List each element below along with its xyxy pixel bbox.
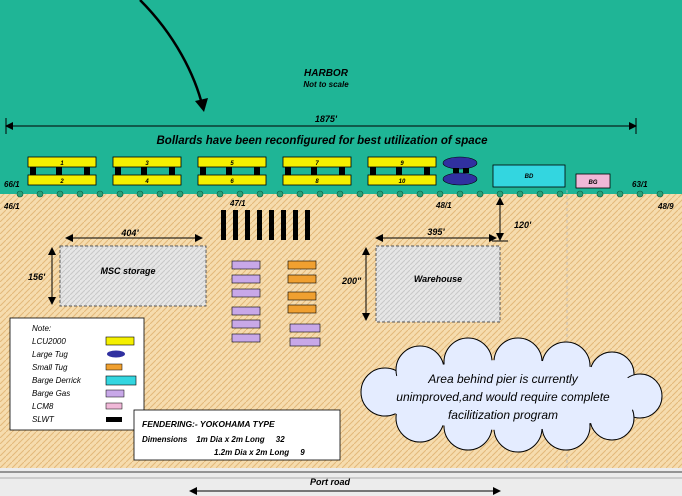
- warehouse-area: [375, 245, 501, 323]
- legend-label-lcu2000: LCU2000: [32, 337, 66, 346]
- bollard-row: [16, 190, 664, 198]
- harbor-title: HARBOR: [304, 68, 349, 79]
- marker-48-9: 48/9: [657, 202, 674, 211]
- setback-label: 120': [514, 220, 532, 230]
- legend-label-large-tug: Large Tug: [32, 350, 68, 359]
- svg-text:1: 1: [60, 161, 64, 167]
- svg-text:BD: BD: [525, 174, 534, 180]
- fendering-note: FENDERING:- YOKOHAMA TYPE Dimensions 1m …: [133, 409, 341, 461]
- cloud-line-2: unimproved,and would require complete: [396, 390, 610, 404]
- curved-arrow: [139, 0, 205, 109]
- legend-swatch-slwt: [106, 417, 122, 422]
- fendering-title: FENDERING:- YOKOHAMA TYPE: [142, 419, 275, 429]
- svg-text:BG: BG: [589, 180, 598, 186]
- marker-63-1: 63/1: [632, 180, 648, 189]
- msc-width-label: 404': [120, 228, 139, 238]
- legend-label-barge-derrick: Barge Derrick: [32, 376, 82, 385]
- legend-label-barge-gas: Barge Gas: [32, 389, 70, 398]
- barge-derrick: BD: [492, 164, 566, 188]
- fendering-line1: Dimensions 1m Dia x 2m Long 32: [142, 435, 285, 444]
- fendering-line2: 1.2m Dia x 2m Long 9: [214, 448, 305, 457]
- marker-48-1: 48/1: [435, 201, 452, 210]
- harbor-subtitle: Not to scale: [303, 80, 349, 89]
- warehouse-label: Warehouse: [414, 274, 462, 284]
- barge-gas-stack-right: [289, 323, 321, 347]
- svg-text:10: 10: [399, 179, 406, 185]
- svg-text:4: 4: [144, 179, 149, 185]
- legend-swatch-barge-derrick: [105, 375, 137, 386]
- harbor-width-label: 1875': [315, 114, 338, 124]
- legend-label-lcm8: LCM8: [32, 402, 54, 411]
- cloud-line-3: facilitization program: [448, 408, 558, 422]
- legend-box: Note: LCU2000 Large Tug Small Tug Barge …: [9, 317, 145, 431]
- legend-swatch-large-tug: [107, 350, 125, 358]
- svg-text:7: 7: [315, 161, 319, 167]
- msc-storage-area: [59, 245, 207, 307]
- legend-swatch-lcu2000: [105, 336, 135, 346]
- barge-gas-stack-left: [231, 260, 261, 343]
- svg-text:8: 8: [315, 179, 319, 185]
- cloud-callout: Area behind pier is currently unimproved…: [360, 337, 663, 453]
- svg-text:9: 9: [400, 161, 404, 167]
- svg-text:6: 6: [230, 179, 234, 185]
- barge-gas: BG: [575, 173, 611, 189]
- marker-47-1: 47/1: [229, 199, 246, 208]
- lcu-berth-2: 3 4: [112, 156, 182, 186]
- legend-swatch-lcm8: [105, 402, 123, 410]
- svg-text:3: 3: [145, 161, 149, 167]
- small-tug-stack: [287, 260, 317, 314]
- marker-46-1: 46/1: [3, 202, 20, 211]
- legend-label-small-tug: Small Tug: [32, 363, 68, 372]
- legend-title: Note:: [32, 324, 51, 333]
- legend-label-slwt: SLWT: [32, 415, 55, 424]
- large-tugs: [442, 156, 478, 186]
- lcu-berth-3: 5 6: [197, 156, 267, 186]
- msc-depth-label: 156': [28, 272, 46, 282]
- cloud-line-1: Area behind pier is currently: [427, 372, 578, 386]
- lcu-berth-5: 9 10: [367, 156, 437, 186]
- lcu-berth-1: 1 2: [27, 156, 97, 186]
- svg-text:5: 5: [230, 161, 234, 167]
- svg-text:2: 2: [59, 179, 64, 185]
- slwt-stack: [221, 210, 310, 240]
- msc-storage-label: MSC storage: [100, 266, 155, 276]
- port-road-label: Port road: [310, 477, 351, 487]
- legend-swatch-barge-gas: [105, 389, 125, 398]
- warehouse-width-label: 395': [427, 227, 445, 237]
- marker-66-1: 66/1: [4, 180, 20, 189]
- lcu-berth-4: 7 8: [282, 156, 352, 186]
- headline: Bollards have been reconfigured for best…: [156, 135, 488, 147]
- legend-swatch-small-tug: [105, 363, 123, 371]
- warehouse-depth-label: 200": [341, 276, 362, 286]
